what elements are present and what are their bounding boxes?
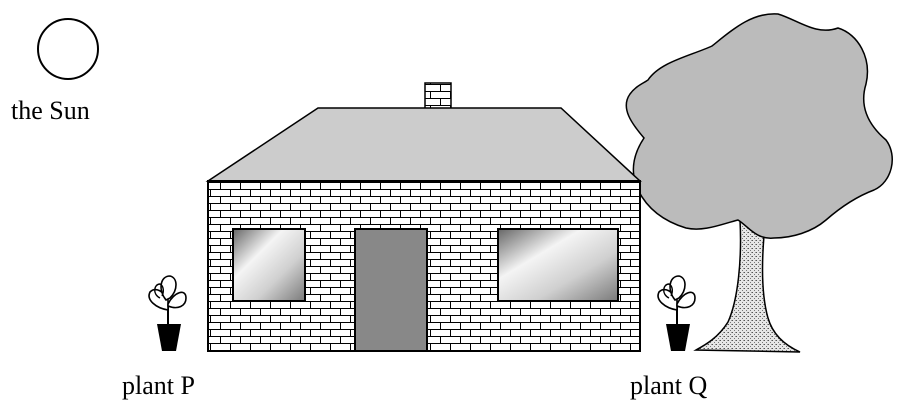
plant-q-label: plant Q	[630, 373, 707, 399]
window-right	[498, 229, 618, 301]
tree-canopy	[626, 14, 892, 238]
house-roof	[208, 108, 640, 181]
plant-p-icon	[149, 276, 186, 351]
sun-label: the Sun	[11, 98, 90, 124]
sun-icon	[38, 19, 98, 79]
chimney	[425, 83, 451, 110]
plant-p-label: plant P	[122, 373, 195, 399]
window-left	[233, 229, 305, 301]
plant-q-icon	[658, 276, 695, 351]
door	[355, 229, 427, 351]
